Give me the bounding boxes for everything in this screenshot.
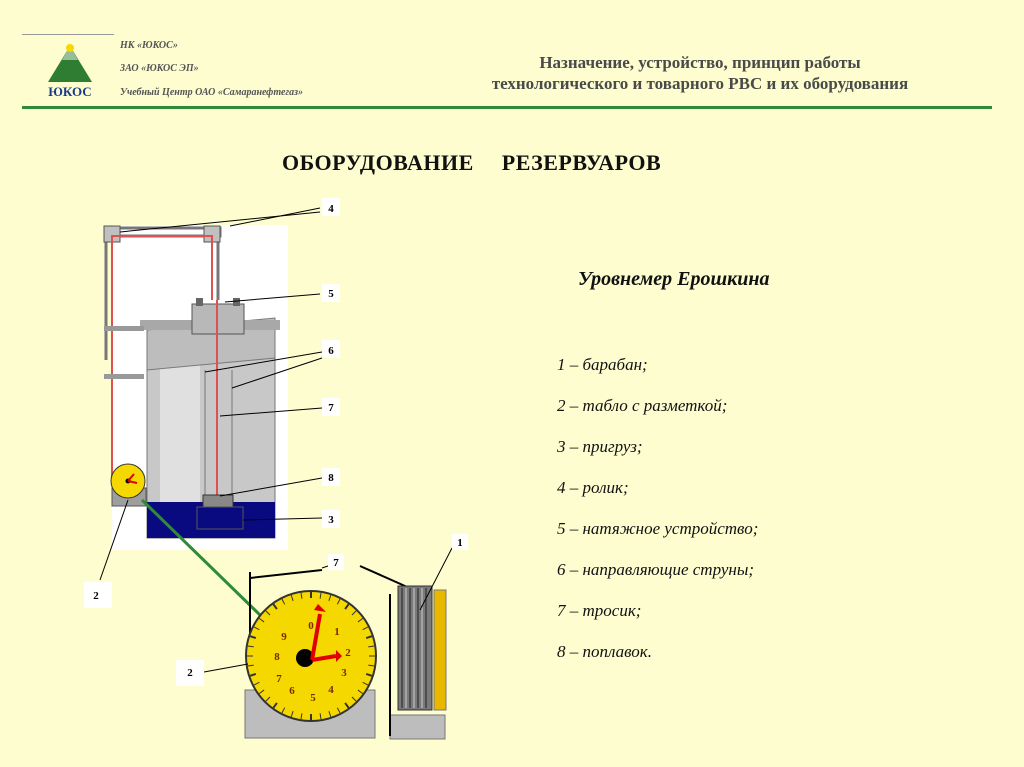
yukos-logo: ЮКОС [48, 44, 92, 99]
callout-label-4: 4 [328, 203, 334, 215]
dial-number: 8 [274, 651, 280, 663]
dial-tick [258, 689, 265, 695]
org-line-3: Учебный Центр ОАО «Самаранефтегаз» [120, 87, 304, 98]
bracket [104, 326, 144, 331]
header-top-rule [22, 34, 114, 35]
dial-tick [357, 689, 364, 695]
dial-tick [265, 696, 271, 702]
dial-tick [362, 681, 369, 686]
dial-tick [336, 707, 341, 714]
logo-text: ЮКОС [48, 84, 91, 99]
callout-label-6: 6 [328, 345, 334, 357]
callout-label-2-lower: 2 [187, 667, 193, 679]
drum-side-plate [433, 589, 447, 711]
slide-title: ОБОРУДОВАНИЕ РЕЗЕРВУАРОВ [282, 150, 662, 175]
wire-cable [111, 235, 213, 480]
subject-line-2: технологического и товарного РВС и их об… [491, 74, 909, 93]
dial-tick [253, 681, 260, 686]
dial-tick [300, 713, 303, 720]
dial-tick [272, 702, 278, 709]
subject-line-1: Назначение, устройство, принцип работы [539, 53, 861, 72]
dial-tick [300, 592, 303, 599]
dial-hand-short [311, 654, 337, 662]
dial-number: 2 [345, 647, 351, 659]
dial-tick [281, 707, 286, 714]
dial-number: 3 [341, 667, 347, 679]
legend-item: 1 – барабан; [557, 355, 648, 374]
dial-tick [357, 617, 364, 623]
callout-label-7-lower: 7 [333, 557, 339, 569]
dial-hand-long [310, 613, 322, 661]
dial-number: 5 [310, 692, 316, 704]
callout-label-7: 7 [328, 402, 334, 414]
dial-tick [319, 592, 322, 599]
legend-item: 2 – табло с разметкой; [557, 396, 728, 415]
dial-tick [247, 645, 254, 648]
org-line-1: НК «ЮКОС» [120, 40, 178, 51]
dial-tick [249, 672, 257, 677]
dial-tick [351, 696, 357, 702]
dial-tick [253, 626, 260, 631]
legend-item: 6 – направляющие струны; [557, 560, 754, 579]
callout-label-3: 3 [328, 514, 334, 526]
drum [397, 585, 433, 711]
dial-number: 4 [328, 684, 334, 696]
dial-number: 1 [334, 626, 340, 638]
dial-tick [368, 664, 375, 667]
legend-item: 8 – поплавок. [557, 642, 652, 661]
level-gauge-diagram: 4 5 6 7 8 3 2 0 1 2 3 4 5 6 7 8 9 1 7 2 [84, 198, 468, 740]
dial-tick [344, 603, 350, 610]
dial-tick [336, 598, 341, 605]
counterweight [196, 506, 244, 530]
device-name: Уровнемер Ерошкина [578, 268, 770, 290]
dial-number: 0 [308, 620, 314, 632]
slide-subject: Назначение, устройство, принцип работы т… [420, 52, 980, 94]
dial-tick [328, 594, 332, 601]
callout-label-5: 5 [328, 288, 334, 300]
dial-tick [258, 617, 265, 623]
dial-tick [265, 610, 271, 616]
float [202, 494, 234, 508]
logo-triangle-icon [48, 46, 92, 82]
legend-item: 3 – пригруз; [557, 437, 643, 456]
header-divider [22, 106, 992, 109]
callout-label-2: 2 [93, 590, 99, 602]
org-line-2: ЗАО «ЮКОС ЭП» [120, 63, 199, 74]
legend-item: 7 – тросик; [557, 601, 642, 620]
dial-tick [272, 603, 278, 610]
dial-number: 6 [289, 685, 295, 697]
dial-tick [319, 713, 322, 720]
dial-hub [296, 649, 314, 667]
bracket [104, 374, 144, 379]
dial-number: 7 [276, 673, 282, 685]
legend-item: 5 – натяжное устройство; [557, 519, 759, 538]
dial-tick [281, 598, 286, 605]
legend-list: 1 – барабан; 2 – табло с разметкой; 3 – … [557, 354, 758, 682]
dial-tick [365, 672, 373, 677]
dial-tick [344, 702, 350, 709]
dial-tick [290, 711, 294, 718]
dial-tick [290, 594, 294, 601]
callout-label-8: 8 [328, 472, 334, 484]
legend-item: 4 – ролик; [557, 478, 629, 497]
dial-tick [249, 635, 257, 640]
dial-tick [362, 626, 369, 631]
dial-number: 9 [281, 631, 287, 643]
callout-label-1: 1 [457, 537, 463, 549]
logo-sun-icon [66, 44, 74, 52]
dial-tick [247, 664, 254, 667]
dial-tick [368, 645, 375, 648]
dial-ticks [247, 592, 375, 720]
dial-tick [365, 635, 373, 640]
dial-tick [328, 711, 332, 718]
dial-tick [351, 610, 357, 616]
